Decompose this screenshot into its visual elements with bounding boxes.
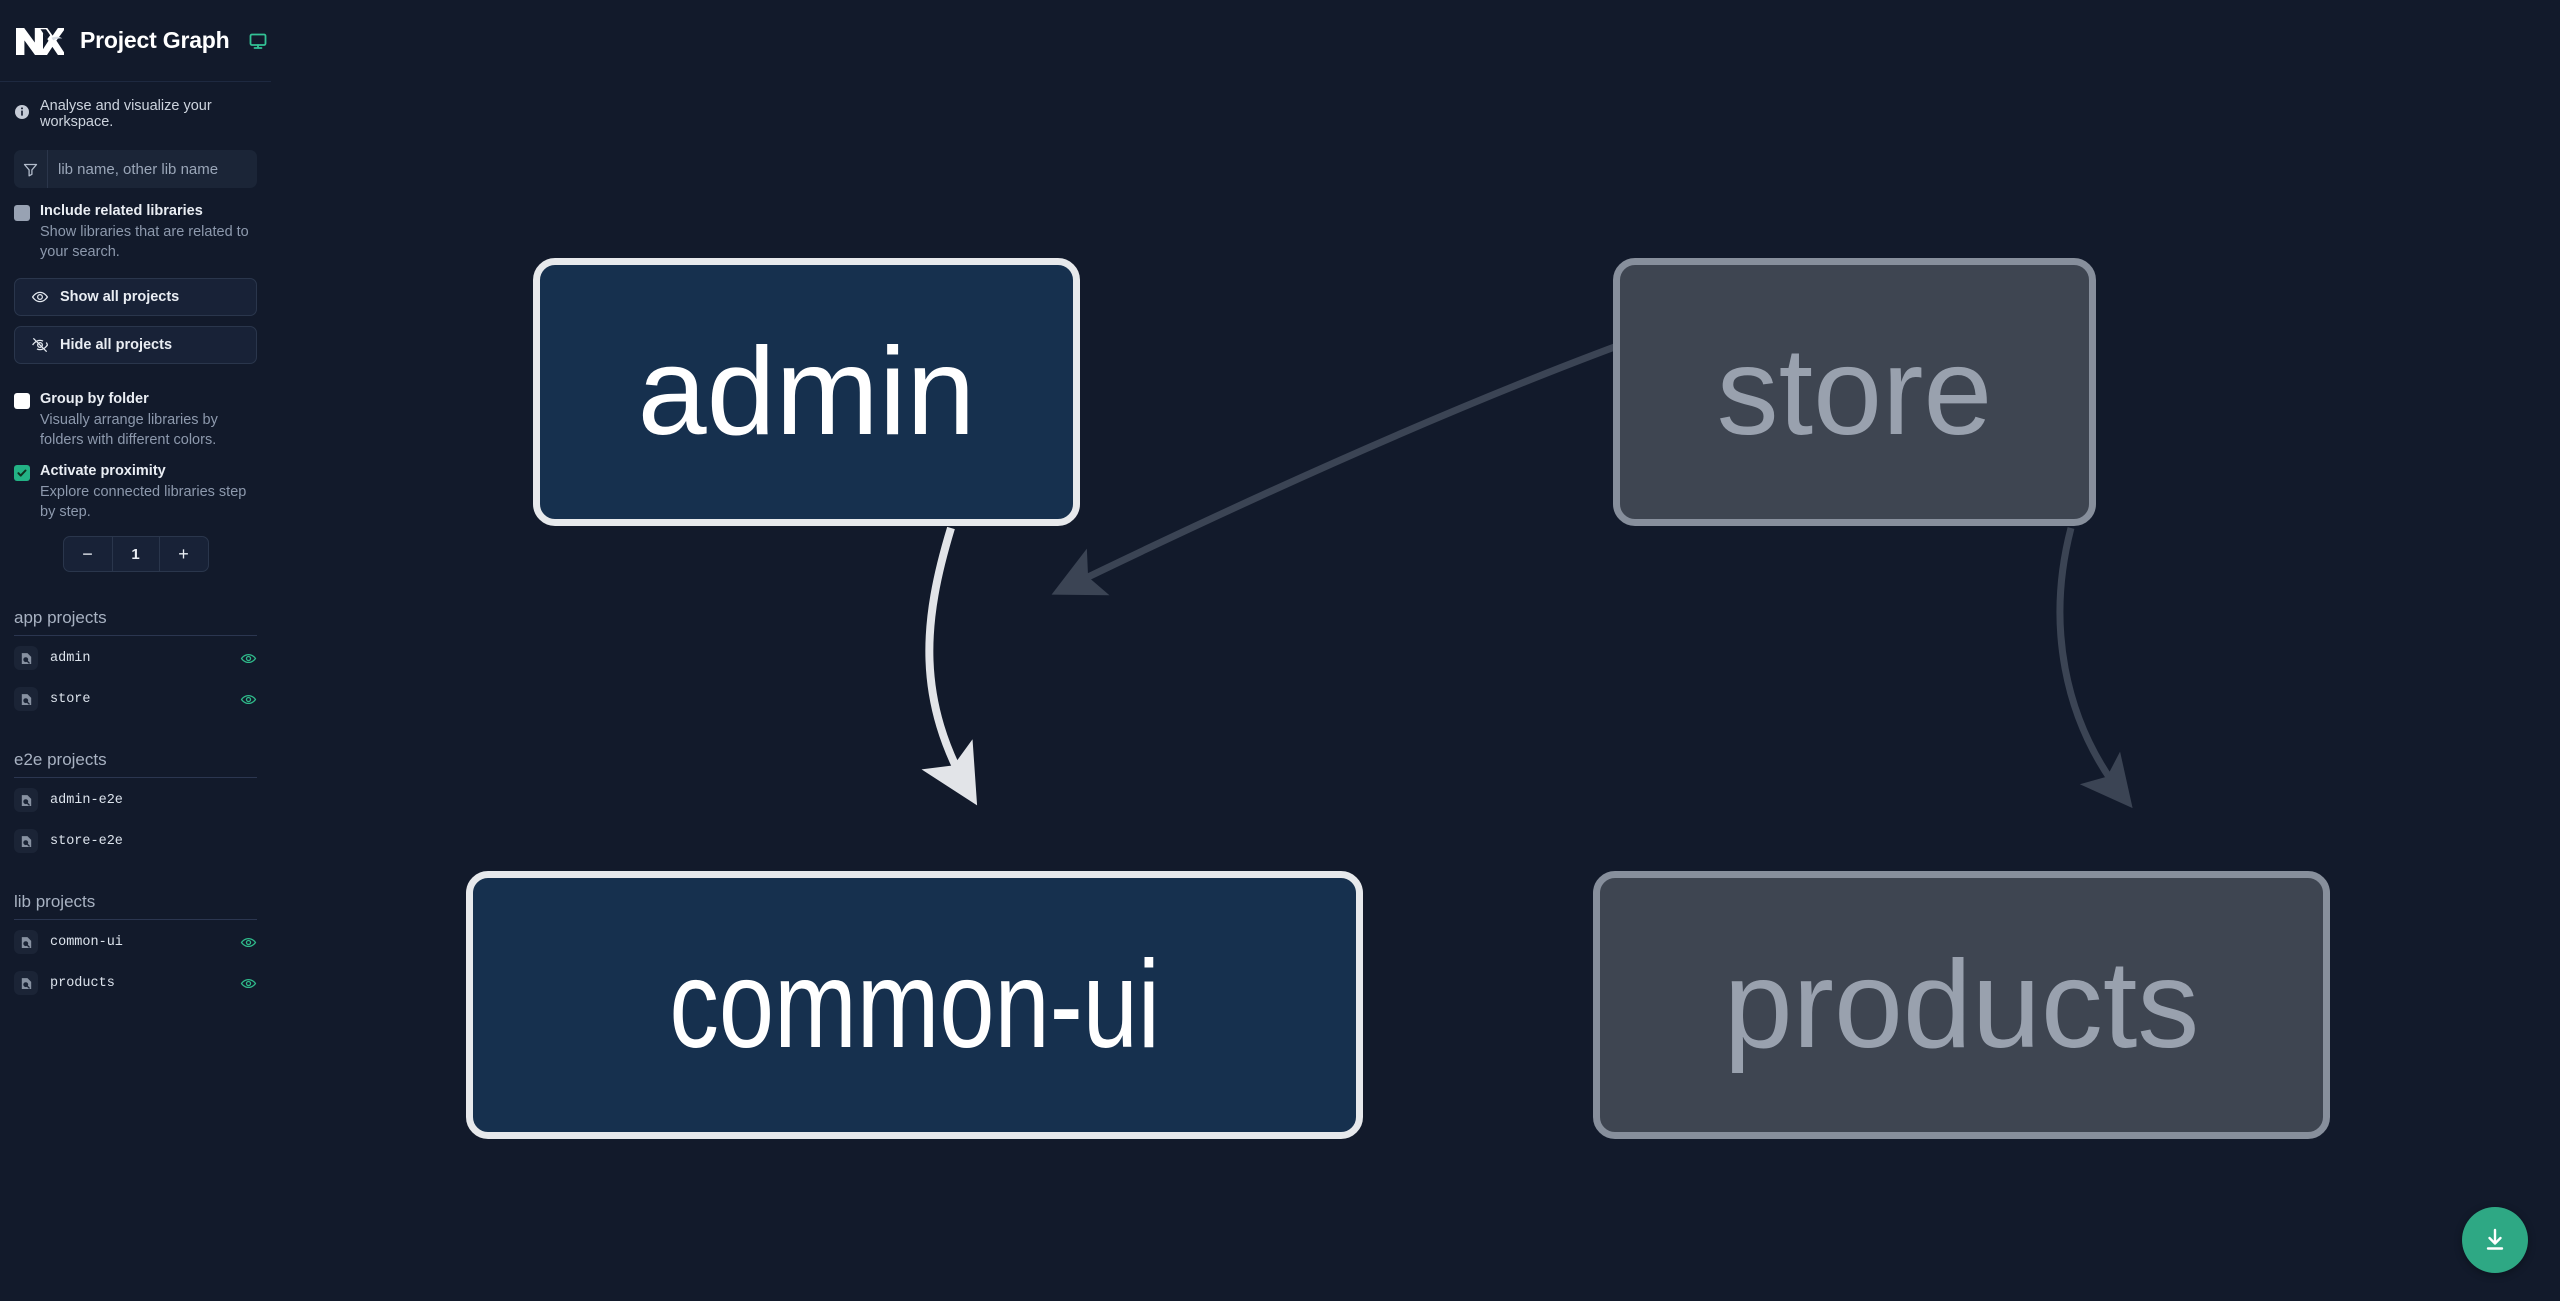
graph-node-admin[interactable]: admin — [533, 258, 1080, 526]
project-focus-icon[interactable] — [14, 930, 38, 954]
include-related-libraries-description: Show libraries that are related to your … — [40, 224, 249, 260]
search-wrap — [0, 150, 271, 188]
eye-off-icon — [31, 336, 49, 354]
section-title-e2e-projects: e2e projects — [14, 750, 257, 778]
hide-all-projects-label: Hide all projects — [60, 337, 173, 353]
visibility-eye-icon[interactable] — [239, 691, 257, 708]
visibility-eye-icon[interactable] — [239, 934, 257, 951]
project-row-store[interactable]: store — [14, 680, 257, 718]
download-icon — [2480, 1225, 2510, 1255]
visibility-buttons: Show all projects Hide all projects — [0, 278, 271, 364]
project-name: admin-e2e — [50, 792, 123, 808]
project-row-admin-e2e[interactable]: admin-e2e — [14, 781, 257, 819]
graph-node-common-ui[interactable]: common-ui — [466, 871, 1363, 1139]
project-name: store — [50, 691, 91, 707]
tagline-text: Analyse and visualize your workspace. — [40, 98, 212, 130]
info-icon — [14, 104, 30, 125]
project-row-common-ui[interactable]: common-ui — [14, 923, 257, 961]
option-activate-proximity[interactable]: Activate proximity Explore connected lib… — [0, 450, 271, 522]
section-lib-projects: lib projects common-ui — [0, 892, 271, 1002]
sidebar: Project Graph Analyse and visualize your… — [0, 0, 271, 1301]
graph-canvas[interactable]: admin store common-ui products — [271, 0, 2560, 1301]
graph-node-store[interactable]: store — [1613, 258, 2096, 526]
group-by-folder-checkbox[interactable] — [14, 393, 30, 409]
project-focus-icon[interactable] — [14, 788, 38, 812]
edge-store-to-products — [2056, 527, 2133, 809]
proximity-value: 1 — [111, 537, 160, 571]
graph-node-label: store — [1716, 323, 1993, 461]
group-by-folder-description: Visually arrange libraries by folders wi… — [40, 412, 218, 448]
activate-proximity-label: Activate proximity — [40, 463, 166, 479]
search-box[interactable] — [14, 150, 257, 188]
project-focus-icon[interactable] — [14, 646, 38, 670]
page-title: Project Graph — [80, 27, 230, 53]
project-row-products[interactable]: products — [14, 964, 257, 1002]
project-row-admin[interactable]: admin — [14, 639, 257, 677]
proximity-decrement-button[interactable]: − — [82, 543, 93, 564]
project-name: products — [50, 975, 115, 991]
project-name: admin — [50, 650, 91, 666]
graph-node-label: common-ui — [669, 936, 1160, 1074]
project-row-store-e2e[interactable]: store-e2e — [14, 822, 257, 860]
show-all-projects-label: Show all projects — [60, 289, 180, 305]
section-title-lib-projects: lib projects — [14, 892, 257, 920]
visibility-eye-icon[interactable] — [239, 650, 257, 667]
show-all-projects-button[interactable]: Show all projects — [14, 278, 257, 316]
download-graph-button[interactable] — [2462, 1207, 2528, 1273]
filter-icon[interactable] — [14, 150, 48, 188]
option-include-related-libraries[interactable]: Include related libraries Show libraries… — [0, 188, 271, 262]
proximity-stepper: − 1 + — [62, 536, 209, 572]
nx-logo — [14, 24, 66, 58]
section-app-projects: app projects admin — [0, 608, 271, 718]
activate-proximity-description: Explore connected libraries step by step… — [40, 484, 247, 520]
visibility-eye-icon[interactable] — [239, 975, 257, 992]
project-focus-icon[interactable] — [14, 687, 38, 711]
graph-node-label: products — [1723, 936, 2200, 1074]
graph-node-products[interactable]: products — [1593, 871, 2330, 1139]
section-e2e-projects: e2e projects admin-e2e — [0, 750, 271, 860]
activate-proximity-checkbox[interactable] — [14, 465, 30, 481]
option-group-by-folder[interactable]: Group by folder Visually arrange librari… — [0, 364, 271, 450]
eye-icon — [31, 288, 49, 306]
project-name: store-e2e — [50, 833, 123, 849]
include-related-libraries-checkbox[interactable] — [14, 205, 30, 221]
section-title-app-projects: app projects — [14, 608, 257, 636]
tagline: Analyse and visualize your workspace. — [0, 82, 271, 144]
proximity-increment-button[interactable]: + — [178, 543, 189, 564]
group-by-folder-label: Group by folder — [40, 391, 149, 407]
project-focus-icon[interactable] — [14, 829, 38, 853]
hide-all-projects-button[interactable]: Hide all projects — [14, 326, 257, 364]
edge-admin-to-common-ui — [921, 526, 978, 806]
monitor-icon[interactable] — [248, 31, 268, 51]
graph-node-label: admin — [637, 323, 976, 461]
project-name: common-ui — [50, 934, 123, 950]
sidebar-header: Project Graph — [0, 0, 271, 82]
search-input[interactable] — [48, 150, 257, 188]
project-focus-icon[interactable] — [14, 971, 38, 995]
proximity-stepper-wrap: − 1 + — [0, 536, 271, 572]
include-related-libraries-label: Include related libraries — [40, 203, 203, 219]
